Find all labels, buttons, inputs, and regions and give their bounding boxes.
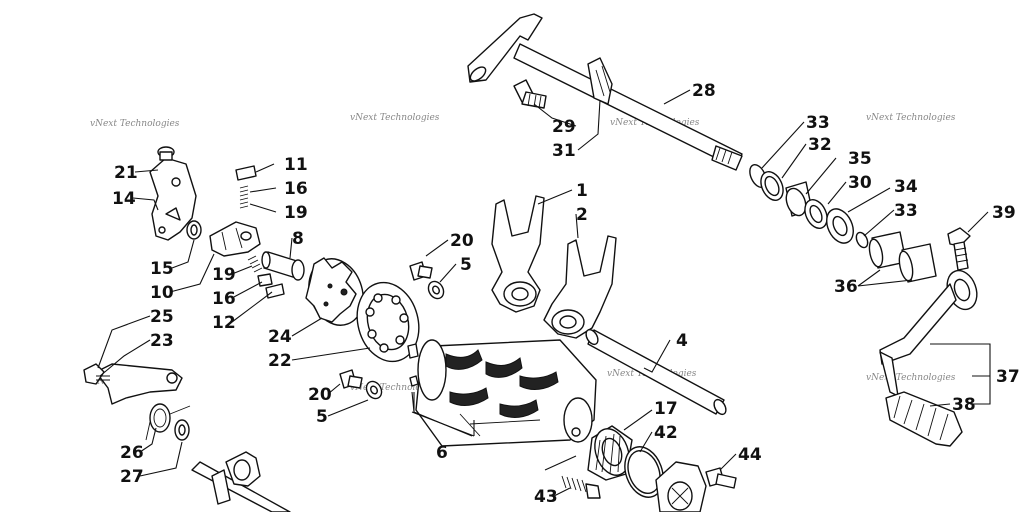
callout-16: 16: [284, 179, 308, 199]
pin-16b-part: [257, 273, 273, 287]
callout-21: 21: [114, 163, 138, 183]
callout-43: 43: [534, 487, 558, 507]
shift-shaft-part: [467, 13, 743, 171]
dowel-pins-part: [407, 343, 419, 387]
callout-42: 42: [654, 423, 678, 443]
callout-34: 34: [894, 177, 918, 197]
watermark: vNext Technologies: [866, 113, 956, 123]
callout-24: 24: [268, 327, 292, 347]
callout-1: 1: [576, 181, 588, 201]
bearing-22-part: [356, 281, 420, 363]
callout-33: 33: [894, 201, 918, 221]
spring-16a-part: [239, 185, 249, 209]
callout-25: 25: [150, 307, 174, 327]
spring-19a-part: [247, 255, 263, 273]
callout-39: 39: [992, 203, 1016, 223]
callout-29: 29: [552, 117, 576, 137]
shift-fork-2-part: [543, 235, 617, 339]
callout-5: 5: [460, 255, 472, 275]
lower-shaft-part: [191, 451, 291, 512]
callout-32: 32: [808, 135, 832, 155]
shift-lever-part: [879, 269, 978, 397]
callout-38: 38: [952, 395, 976, 415]
callout-8: 8: [292, 229, 304, 249]
star-cam-24-part: [305, 257, 364, 326]
watermark: vNext Technologies: [90, 119, 180, 129]
spring-26-part: [145, 403, 191, 441]
shift-drum-part: [415, 339, 597, 447]
cover-part: [655, 461, 707, 512]
screw-20a-part: [409, 261, 433, 281]
callouts: 1 2 4 5 5 6 8 10 11 12 14 15 16 16 17 19…: [112, 81, 1020, 507]
washer-15-part: [186, 220, 202, 240]
bushings-36-part: [868, 231, 937, 283]
callout-19: 19: [284, 203, 308, 223]
pin-12-part: [265, 283, 285, 299]
callout-6: 6: [436, 443, 448, 463]
callout-30: 30: [848, 173, 872, 193]
shaft-rings-group: [749, 164, 869, 249]
o-ring-42-part: [624, 446, 664, 498]
shift-fork-1-part: [491, 195, 545, 313]
fork-shaft-4-part: [585, 328, 727, 416]
pin-11-part: [235, 165, 257, 181]
callout-26: 26: [120, 443, 144, 463]
pedal-rubber-part: [885, 391, 963, 447]
cam-10-part: [209, 221, 261, 257]
callout-11: 11: [284, 155, 308, 175]
watermark: vNext Technologies: [350, 113, 440, 123]
bolt-39-part: [947, 227, 971, 271]
stopper-plate-14-part: [149, 157, 197, 241]
callout-27: 27: [120, 467, 144, 487]
watermark: vNext Technologies: [350, 383, 440, 393]
leader-lines: [97, 89, 991, 497]
screw-21-part: [157, 146, 175, 161]
callout-20: 20: [450, 231, 474, 251]
spring-43-part: [561, 475, 601, 499]
callout-16: 16: [212, 289, 236, 309]
callout-35: 35: [848, 149, 872, 169]
callout-14: 14: [112, 189, 136, 209]
washer-5a-part: [427, 280, 445, 300]
arm-23-part: [83, 363, 183, 405]
callout-12: 12: [212, 313, 236, 333]
callout-22: 22: [268, 351, 292, 371]
washer-5b-part: [365, 380, 383, 400]
callout-17: 17: [654, 399, 678, 419]
callout-15: 15: [150, 259, 174, 279]
callout-36: 36: [834, 277, 858, 297]
callout-28: 28: [692, 81, 716, 101]
callout-37: 37: [996, 367, 1020, 387]
callout-20: 20: [308, 385, 332, 405]
callout-10: 10: [150, 283, 174, 303]
bolt-29-part: [513, 79, 547, 109]
callout-44: 44: [738, 445, 762, 465]
callout-4: 4: [676, 331, 688, 351]
callout-23: 23: [150, 331, 174, 351]
callout-33: 33: [806, 113, 830, 133]
washer-27-part: [174, 419, 190, 441]
screw-20b-part: [339, 369, 363, 389]
watermark: vNext Technologies: [866, 373, 956, 383]
callout-19: 19: [212, 265, 236, 285]
callout-2: 2: [576, 205, 588, 225]
callout-5: 5: [316, 407, 328, 427]
shaft-8-part: [261, 251, 305, 281]
callout-31: 31: [552, 141, 576, 161]
bolt-44-part: [705, 467, 737, 489]
